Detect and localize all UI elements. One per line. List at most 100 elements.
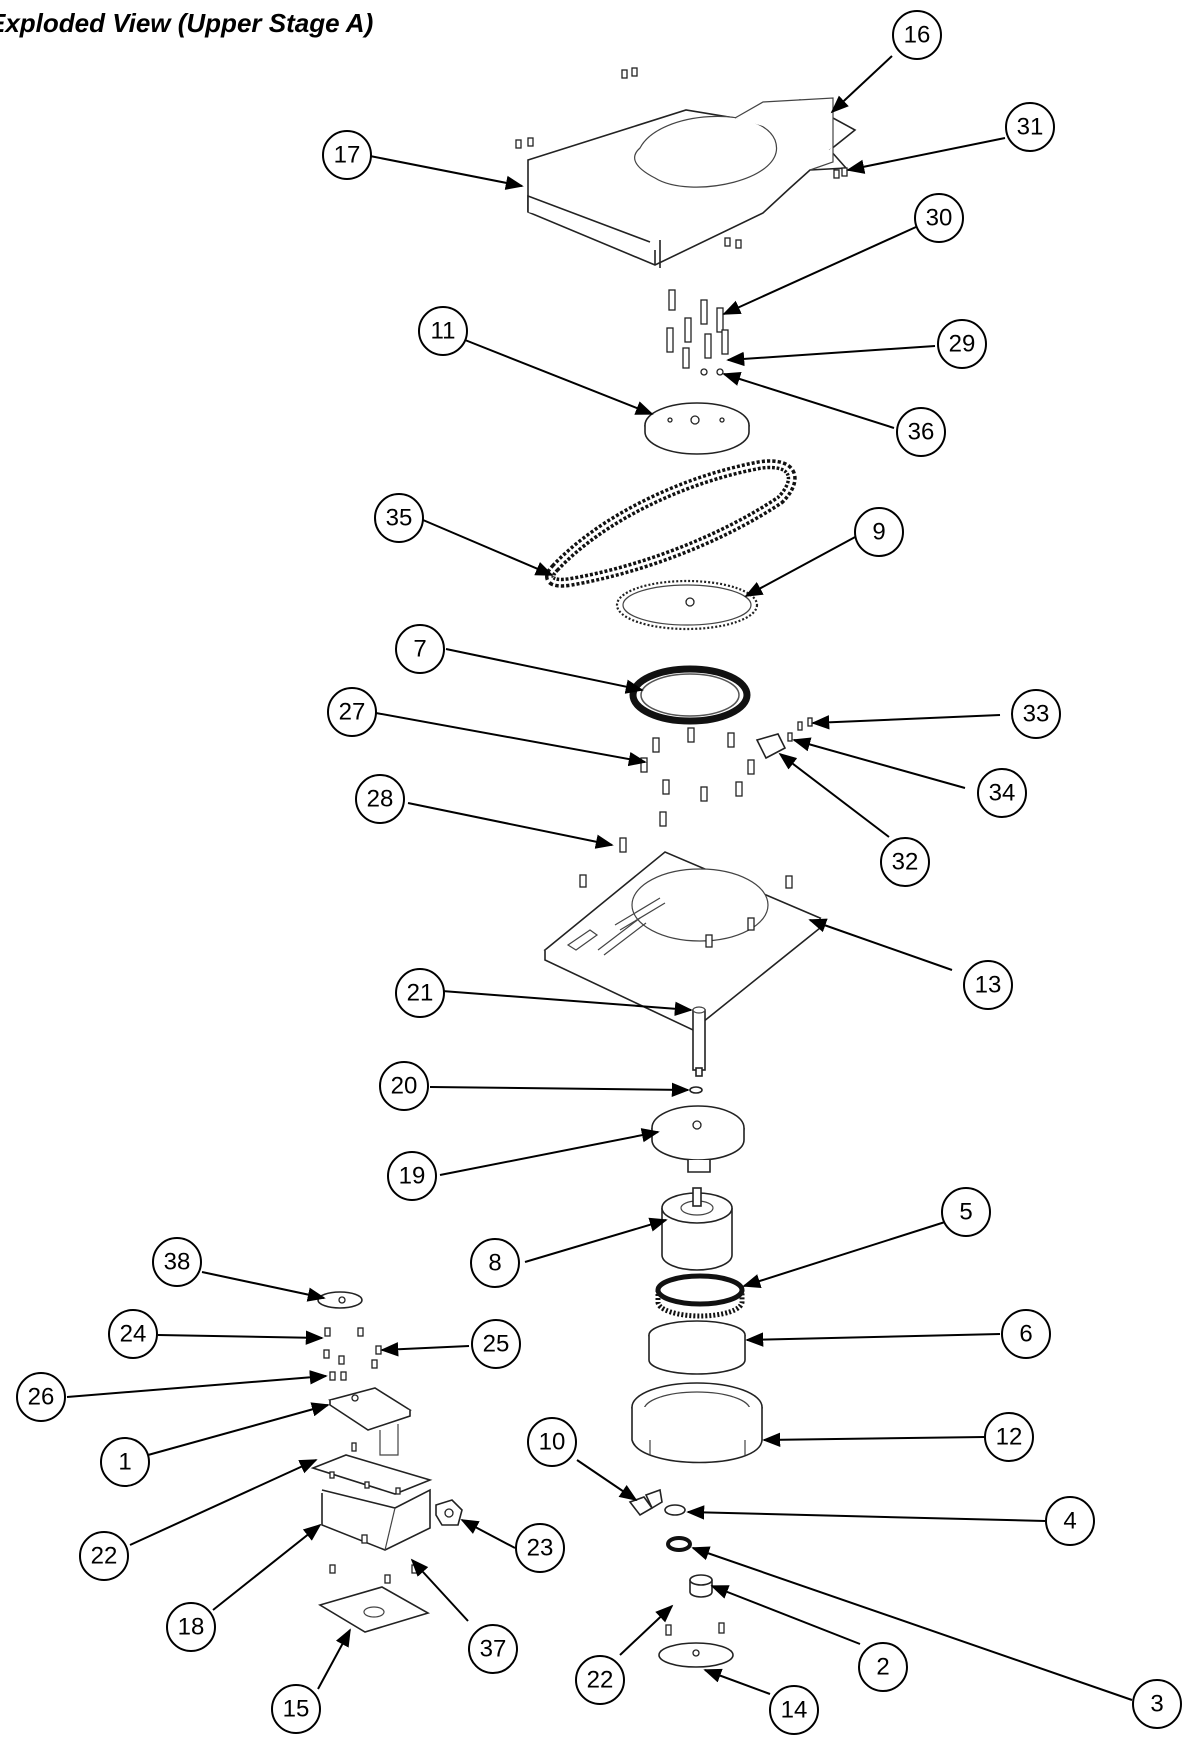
callout-3: 3: [1132, 1679, 1182, 1729]
svg-text:27: 27: [339, 699, 366, 726]
part-motor-mount: [328, 1387, 412, 1456]
callout-12: 12: [984, 1412, 1034, 1462]
svg-text:36: 36: [908, 419, 935, 446]
part-upper-plate: [644, 402, 750, 455]
svg-text:21: 21: [407, 980, 434, 1007]
svg-text:16: 16: [904, 22, 931, 49]
svg-text:15: 15: [283, 1696, 310, 1723]
page-title: Exploded View (Upper Stage A): [0, 8, 374, 38]
svg-text:5: 5: [959, 1199, 972, 1226]
callout-15: 15: [271, 1684, 321, 1734]
part-bearing-mid: [666, 1536, 692, 1552]
callout-22-upper: 22: [79, 1531, 129, 1581]
callout-25: 25: [471, 1319, 521, 1369]
part-bearing-small: [664, 1504, 686, 1516]
svg-text:23: 23: [527, 1535, 554, 1562]
svg-text:25: 25: [483, 1331, 510, 1358]
part-base-plate: [543, 851, 822, 1031]
part-gear-ring: [655, 1273, 745, 1319]
part-screw-set-top: [666, 289, 729, 376]
svg-text:34: 34: [989, 780, 1016, 807]
part-sprocket: [615, 579, 759, 631]
callout-32: 32: [880, 837, 930, 887]
part-housing: [631, 1382, 763, 1464]
svg-text:6: 6: [1019, 1321, 1032, 1348]
callout-22-lower: 22: [575, 1655, 625, 1705]
leader-lines: [66, 55, 1133, 1701]
callout-33: 33: [1011, 689, 1061, 739]
svg-text:18: 18: [178, 1614, 205, 1641]
callout-5: 5: [941, 1187, 991, 1237]
part-shaft-washer: [689, 1086, 703, 1094]
svg-text:10: 10: [539, 1429, 566, 1456]
callout-30: 30: [914, 193, 964, 243]
svg-text:13: 13: [975, 972, 1002, 999]
part-band-ring: [648, 1320, 746, 1375]
svg-text:11: 11: [431, 318, 456, 345]
svg-text:12: 12: [996, 1424, 1023, 1451]
svg-text:20: 20: [391, 1073, 418, 1100]
svg-text:35: 35: [386, 505, 413, 532]
svg-text:37: 37: [480, 1636, 507, 1663]
callout-8: 8: [470, 1238, 520, 1288]
callout-37: 37: [468, 1624, 518, 1674]
part-fitting: [628, 1488, 663, 1517]
svg-text:30: 30: [926, 205, 953, 232]
callout-27: 27: [327, 687, 377, 737]
svg-text:4: 4: [1063, 1508, 1076, 1535]
callout-29: 29: [937, 319, 987, 369]
part-top-cover: [515, 67, 857, 268]
svg-text:38: 38: [164, 1249, 191, 1276]
callout-1: 1: [100, 1437, 150, 1487]
part-motor: [661, 1187, 733, 1271]
callout-6: 6: [1001, 1309, 1051, 1359]
part-drive-hub: [651, 1105, 745, 1173]
svg-text:7: 7: [413, 636, 426, 663]
part-drive-chain: [545, 459, 797, 588]
svg-text:17: 17: [334, 142, 361, 169]
part-bolt-set-mid: [619, 727, 755, 853]
svg-text:9: 9: [872, 519, 885, 546]
callout-9: 9: [854, 507, 904, 557]
part-standoff-set: [323, 1327, 382, 1381]
callout-16: 16: [892, 10, 942, 60]
svg-text:14: 14: [781, 1697, 808, 1724]
part-bracket-block: [755, 717, 813, 760]
callout-20: 20: [379, 1061, 429, 1111]
svg-text:24: 24: [120, 1321, 147, 1348]
callout-31: 31: [1005, 102, 1055, 152]
svg-text:3: 3: [1150, 1691, 1163, 1718]
svg-text:2: 2: [876, 1654, 889, 1681]
part-pulley-cap: [317, 1291, 363, 1309]
callout-24: 24: [108, 1309, 158, 1359]
svg-text:1: 1: [118, 1449, 131, 1476]
callout-19: 19: [387, 1151, 437, 1201]
part-bearing-ring: [629, 665, 751, 725]
callout-34: 34: [977, 768, 1027, 818]
svg-text:28: 28: [367, 786, 394, 813]
callout-11: 11: [418, 306, 468, 356]
callout-26: 26: [16, 1372, 66, 1422]
callout-2: 2: [858, 1642, 908, 1692]
callout-35: 35: [374, 493, 424, 543]
callout-28: 28: [355, 774, 405, 824]
callout-14: 14: [769, 1685, 819, 1735]
svg-text:31: 31: [1017, 114, 1044, 141]
part-shaft: [692, 1006, 706, 1077]
part-clamp: [435, 1499, 463, 1526]
callout-21: 21: [395, 968, 445, 1018]
callout-13: 13: [963, 960, 1013, 1010]
svg-text:33: 33: [1023, 701, 1050, 728]
part-lower-plate: [318, 1534, 431, 1633]
svg-text:29: 29: [949, 331, 976, 358]
callout-38: 38: [152, 1237, 202, 1287]
callout-17: 17: [322, 130, 372, 180]
svg-text:19: 19: [399, 1163, 426, 1190]
part-bottom-plate: [658, 1622, 734, 1668]
callout-36: 36: [896, 407, 946, 457]
svg-text:8: 8: [488, 1250, 501, 1277]
svg-text:26: 26: [28, 1384, 55, 1411]
callout-18: 18: [166, 1602, 216, 1652]
svg-text:22: 22: [91, 1543, 118, 1570]
